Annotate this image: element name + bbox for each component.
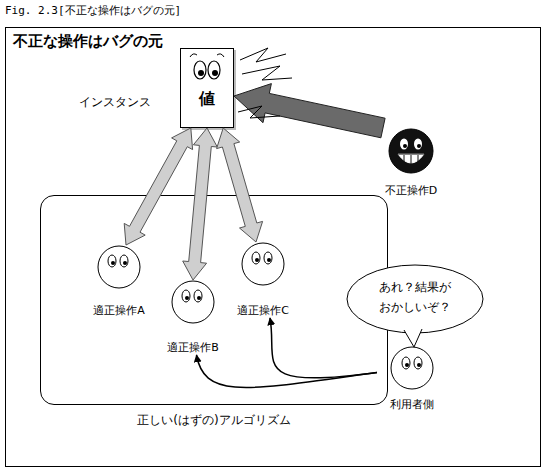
block-arrow [217, 128, 263, 242]
call-arrow [197, 355, 378, 387]
operation-face: 適正操作A [84, 245, 154, 318]
eye [402, 357, 410, 369]
operation-face: 適正操作C [228, 242, 298, 318]
group-label: 正しい(はずの)アルゴリズム [41, 413, 387, 427]
impact-zigzag [240, 48, 286, 62]
pupil [255, 258, 259, 262]
value-text: 値 [181, 89, 233, 108]
bubble-outline [347, 265, 483, 333]
pupil [212, 70, 218, 76]
figure-caption: Fig. 2.3[不正な操作はバグの元] [5, 4, 181, 17]
eye [252, 252, 260, 264]
figure-frame [6, 28, 541, 467]
operation-label: 適正操作A [59, 304, 179, 317]
block-arrow [124, 128, 192, 245]
instance-box: インスタンス値 [180, 48, 234, 128]
impact-zigzag [238, 106, 280, 118]
eyebrow [217, 54, 224, 57]
operation-label: 適正操作C [203, 304, 323, 317]
instance-label: インスタンス [79, 95, 151, 109]
pupil [123, 261, 127, 265]
block-arrow [183, 128, 218, 280]
grin [398, 154, 424, 163]
bad-operation-face: 不正操作D [376, 128, 446, 198]
block-arrow [234, 84, 385, 138]
eye [414, 139, 422, 150]
pupil [185, 296, 189, 300]
face-circle [242, 243, 284, 285]
call-arrow [270, 318, 377, 378]
bubble-tail [404, 329, 422, 347]
speech-bubble: あれ？結果が おかしいぞ？ [346, 264, 484, 334]
eye [208, 61, 220, 79]
node-outline [346, 264, 484, 334]
user-face: 利用者側 [377, 346, 447, 412]
pupil [197, 296, 201, 300]
eye [400, 139, 408, 150]
eye [414, 357, 422, 369]
eye [264, 252, 272, 264]
figure-title: 不正な操作はバグの元 [13, 32, 163, 50]
eye [120, 255, 128, 267]
pupil [267, 258, 271, 262]
eye [194, 290, 202, 302]
eye [182, 290, 190, 302]
eye [108, 255, 116, 267]
operation-label: 適正操作B [133, 341, 253, 354]
impact-zigzag [242, 66, 292, 80]
face-circle [98, 246, 140, 288]
teeth [398, 154, 424, 164]
pupil [405, 363, 409, 367]
speech-text: あれ？結果が おかしいぞ？ [375, 277, 455, 317]
user-label: 利用者側 [352, 398, 472, 411]
eyebrow [190, 54, 197, 57]
face-circle [172, 281, 214, 323]
pupil [417, 144, 421, 148]
face-circle [391, 347, 433, 389]
dark-face-circle [389, 129, 433, 173]
algorithm-group: 正しい(はずの)アルゴリズム適正操作A適正操作B適正操作C [40, 195, 388, 405]
pupil [417, 363, 421, 367]
pupil [403, 144, 407, 148]
eye [194, 61, 206, 79]
operation-face: 適正操作B [158, 280, 228, 355]
pupil [198, 70, 204, 76]
pupil [111, 261, 115, 265]
